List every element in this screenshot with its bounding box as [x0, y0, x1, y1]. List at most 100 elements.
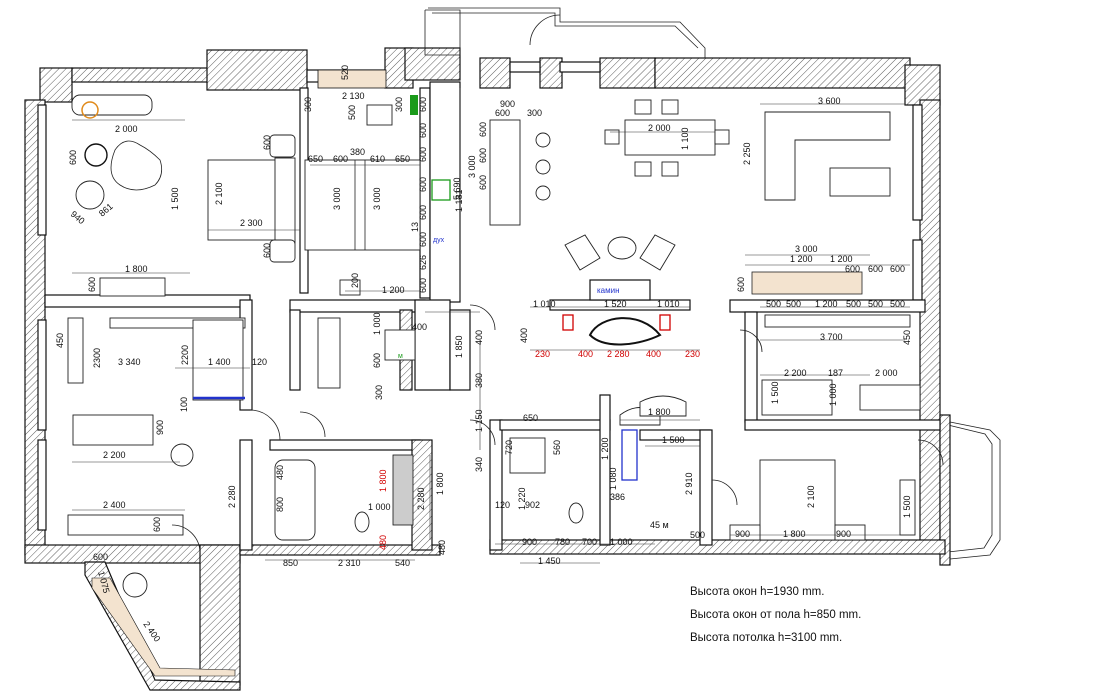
bay-window-wall — [84, 561, 241, 691]
note-ceiling-height: Высота потолка h=3100 mm. — [690, 632, 843, 644]
wall-block-top — [404, 47, 461, 81]
dim-label: 500 — [846, 299, 861, 309]
dim-label: 380 — [350, 147, 365, 157]
stair-outline-inner — [432, 12, 699, 49]
wall-living-bottom — [729, 299, 926, 313]
dining-chair-2 — [661, 99, 679, 115]
dim-label: 540 — [395, 558, 410, 568]
bathtub-sofa-lt — [71, 94, 153, 116]
dim-label: 2 310 — [338, 558, 361, 568]
dim-label: 902 — [525, 500, 540, 510]
door-swing-3 — [469, 419, 496, 446]
dim-label: 1 181 — [454, 189, 464, 212]
dim-label: 600 — [68, 150, 78, 165]
bed-single — [192, 319, 244, 401]
dim-label: 600 — [890, 264, 905, 274]
dim-label: 2 280 — [416, 487, 426, 510]
red-dim-label: 480 — [378, 535, 388, 550]
wall-lower-left — [239, 439, 253, 551]
fireplace-box — [589, 279, 651, 301]
dim-label: 450 — [902, 330, 912, 345]
dim-label: 900 — [735, 529, 750, 539]
dim-label: 1 080 — [608, 467, 618, 490]
doors — [171, 304, 944, 554]
office-sofa — [761, 379, 833, 416]
dim-label: 2 000 — [115, 124, 138, 134]
dim-label: 600 — [93, 552, 108, 562]
dim-label: 5 690 — [452, 177, 462, 200]
dim-label: 600 — [418, 177, 428, 192]
wall-corner-tr — [904, 64, 941, 106]
dim-label: 900 — [155, 420, 165, 435]
dim-label: 3 000 — [795, 244, 818, 254]
toilet-2 — [568, 502, 584, 524]
wall-top-r4 — [654, 57, 911, 89]
fireplace-red-left — [562, 314, 574, 331]
dim-label: 3 000 — [332, 187, 342, 210]
dim-label: 187 — [828, 368, 843, 378]
dim-label: 900 — [500, 99, 515, 109]
sofa-lower-left — [72, 414, 154, 446]
tv-console — [751, 271, 863, 295]
armchair-lower — [170, 443, 194, 467]
dim-label: 2 910 — [684, 472, 694, 495]
note-window-sill: Высота окон от пола h=850 mm. — [690, 609, 862, 621]
dim-label: 2 130 — [342, 91, 365, 101]
dim-label: 1 150 — [474, 409, 484, 432]
wall-wardrobe — [289, 309, 301, 391]
side-cabinet — [67, 317, 84, 384]
dim-label: 600 — [478, 148, 488, 163]
dining-chair-3 — [634, 161, 652, 177]
dim-label: 650 — [523, 413, 538, 423]
dim-label: 2 200 — [103, 450, 126, 460]
dim-label: 500 — [868, 299, 883, 309]
wall-wc-mid — [599, 394, 611, 546]
office-desk — [859, 384, 921, 411]
window-right-1 — [912, 104, 923, 221]
wall-bay-right — [199, 544, 241, 686]
door-swing-5 — [711, 479, 738, 506]
dim-label: 600 — [418, 123, 428, 138]
dim-label: 3 000 — [467, 155, 477, 178]
fireplace-curve — [588, 317, 662, 346]
window-left-1 — [37, 104, 47, 236]
dim-label: 610 — [370, 154, 385, 164]
dim-label: 600 — [418, 97, 428, 112]
coffee-table-rect — [829, 167, 891, 197]
dim-label: 1 000 — [372, 312, 382, 335]
dim-label: 700 — [582, 537, 597, 547]
pouf-icon — [81, 101, 99, 119]
window-top-r2 — [559, 61, 601, 73]
dim-label: 400 — [519, 328, 529, 343]
red-dim-label: 400 — [646, 349, 661, 359]
dim-label: 600 — [152, 517, 162, 532]
dimension-labels: 520 2 130 300 300 500 2 000 600 1 500 94… — [55, 65, 912, 644]
red-dim-label: 1 800 — [378, 469, 388, 492]
dim-label: 1 800 — [435, 472, 445, 495]
red-dim-label: 230 — [685, 349, 700, 359]
door-swing-8 — [739, 329, 763, 353]
chair-desk — [366, 104, 393, 126]
dim-label: 3 600 — [818, 96, 841, 106]
dimension-lines — [72, 88, 910, 564]
wall-shelf-lower — [109, 317, 246, 329]
dim-label: 1 000 — [828, 383, 838, 406]
sink-counter — [392, 454, 414, 526]
dim-label: 1 500 — [770, 381, 780, 404]
dim-label: 600 — [478, 122, 488, 137]
armchair-bay — [122, 572, 148, 598]
dim-label: 400 — [474, 330, 484, 345]
dim-label: 300 — [303, 97, 313, 112]
dresser-1 — [99, 277, 166, 297]
dim-label: 2 100 — [214, 182, 224, 205]
window-left-3 — [37, 439, 47, 531]
dim-label: 200 — [350, 273, 360, 288]
door-swing-2 — [299, 411, 326, 438]
wall-shaft — [414, 299, 451, 391]
lounge-chair-1 — [564, 234, 601, 271]
fireplace-red-right — [659, 314, 671, 331]
door-swing-4 — [469, 304, 496, 331]
dim-label: 480 — [437, 540, 447, 555]
dim-label: 500 — [890, 299, 905, 309]
